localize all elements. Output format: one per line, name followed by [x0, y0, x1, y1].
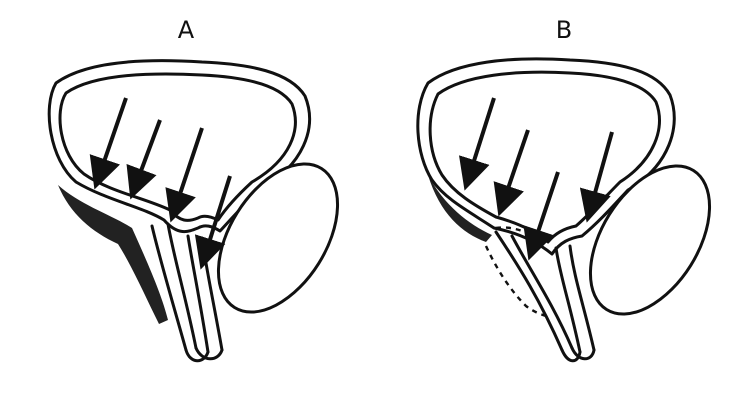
panel-b-urethra-left: [496, 232, 562, 350]
panel-a-arrow-2: [132, 120, 160, 195]
panel-b-label: B: [556, 16, 572, 44]
panel-a-urethra-base: [186, 348, 222, 361]
panel-a-arrow-1: [96, 98, 126, 185]
panel-a-label: A: [178, 16, 195, 44]
panel-a-oval-structure: [194, 143, 362, 333]
panel-b-urethra-inner-left: [512, 236, 572, 348]
panel-b-arrow-4: [588, 132, 612, 218]
panel-a-arrow-3: [172, 128, 202, 218]
panel-a-dark-region: [58, 185, 168, 324]
panel-b-oval-structure: [566, 145, 734, 335]
panel-b-arrow-2: [500, 130, 528, 212]
panel-a: A: [49, 16, 362, 361]
panel-a-urethra-inner-left: [168, 224, 196, 348]
panel-b-arrow-1: [466, 98, 494, 186]
panel-b-urethra-base: [562, 348, 594, 361]
panel-b-arrow-3: [530, 172, 558, 256]
panel-b: B: [418, 16, 734, 361]
